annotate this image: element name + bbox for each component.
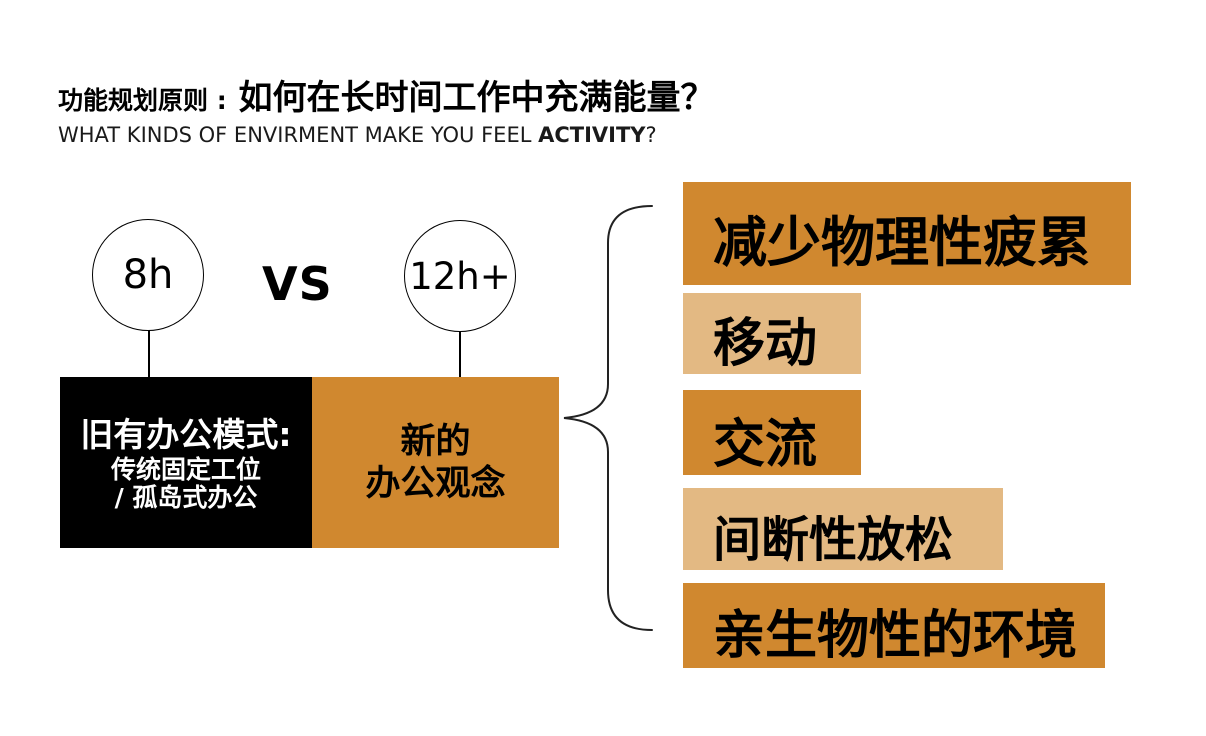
connector-line-right <box>459 331 461 377</box>
curly-brace <box>563 205 653 631</box>
page-subtitle: WHAT KINDS OF ENVIRMENT MAKE YOU FEEL AC… <box>58 123 657 147</box>
principle-bar-intermittent-relaxation: 间断性放松 <box>683 488 1003 570</box>
old-office-mode-title: 旧有办公模式: <box>80 414 292 454</box>
versus-label: VS <box>262 257 333 311</box>
old-office-mode-box: 旧有办公模式: 传统固定工位 / 孤岛式办公 <box>60 377 312 548</box>
principle-label: 亲生物性的环境 <box>713 606 1078 666</box>
principle-bar-communication: 交流 <box>683 390 861 475</box>
principle-label: 间断性放松 <box>713 512 954 568</box>
principle-label: 移动 <box>713 314 818 374</box>
new-office-concept-line2: 办公观念 <box>365 463 506 504</box>
old-office-mode-line3: / 孤岛式办公 <box>114 482 258 512</box>
curly-brace-path <box>563 205 653 631</box>
principle-label: 交流 <box>713 415 818 475</box>
title-prefix: 功能规划原则 : <box>58 86 227 115</box>
principle-bar-mobility: 移动 <box>683 293 861 374</box>
old-office-mode-line2: 传统固定工位 <box>110 454 261 484</box>
title-main: 如何在长时间工作中充满能量？ <box>238 78 715 118</box>
subtitle-emphasis: ACTIVITY <box>538 123 646 147</box>
page-title: 功能规划原则 : 如何在长时间工作中充满能量？ <box>58 78 715 121</box>
new-office-concept-line1: 新的 <box>400 421 471 462</box>
principle-bar-biophilic-environment: 亲生物性的环境 <box>683 583 1105 668</box>
new-office-concept-box: 新的 办公观念 <box>312 377 559 548</box>
hours-circle-12h: 12h+ <box>404 220 516 332</box>
subtitle-question-mark: ? <box>645 123 657 147</box>
principle-label: 减少物理性疲累 <box>713 211 1091 274</box>
hours-circle-8h-label: 8h <box>122 252 174 298</box>
principle-bar-reduce-physical-fatigue: 减少物理性疲累 <box>683 182 1131 285</box>
hours-circle-8h: 8h <box>92 219 204 331</box>
subtitle-text: WHAT KINDS OF ENVIRMENT MAKE YOU FEEL <box>58 123 539 147</box>
hours-circle-12h-label: 12h+ <box>409 254 511 298</box>
connector-line-left <box>148 330 150 377</box>
